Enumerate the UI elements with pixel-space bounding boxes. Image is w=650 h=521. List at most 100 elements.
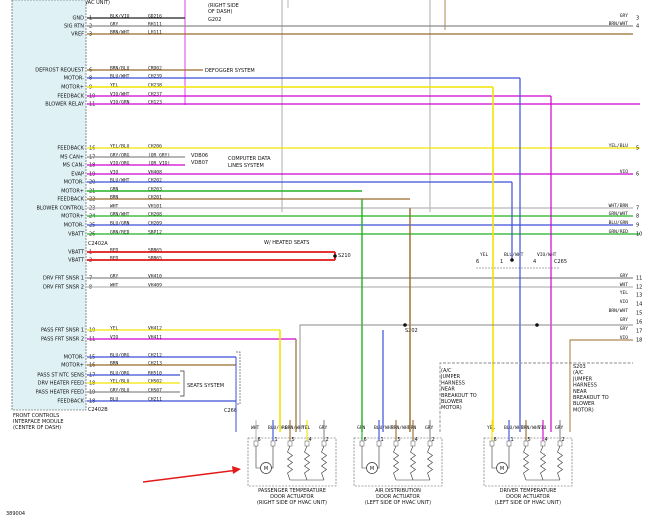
jumper-1-line: BLOWER bbox=[441, 399, 463, 405]
right-pin-number: 5 bbox=[636, 146, 639, 152]
jumper-pin: 1 bbox=[500, 259, 503, 265]
circuit-label: VH408 bbox=[148, 170, 162, 176]
wire-color-label: GRN/WHT bbox=[110, 212, 130, 218]
splice-dot-0 bbox=[333, 254, 337, 258]
circuit-label: CH211 bbox=[148, 397, 162, 403]
connector-c266-body bbox=[236, 351, 241, 405]
seats-dest: SEATS SYSTEM bbox=[187, 383, 224, 389]
connector-a-label: C2402A bbox=[88, 241, 108, 247]
right-pin-number: 8 bbox=[636, 214, 639, 220]
circuit-label: CH203 bbox=[148, 187, 162, 193]
pin-label: DEFROST REQUEST bbox=[35, 68, 85, 74]
pin-label: PASS ST NTC SENS bbox=[37, 373, 84, 379]
circuit-label: RH510 bbox=[148, 371, 162, 377]
motor-lead bbox=[507, 446, 510, 469]
wire-color-label: BRN/BLU bbox=[110, 66, 130, 72]
splice-dot-3 bbox=[510, 258, 514, 262]
splice-s210: S210 bbox=[338, 253, 351, 259]
wire-color-label: VIO/GRN bbox=[110, 100, 130, 106]
jumper-2-line: HARNESS bbox=[573, 383, 597, 389]
motor-lead bbox=[255, 446, 261, 469]
pot-resistor bbox=[522, 445, 530, 481]
circuit-label: CH208 bbox=[148, 212, 162, 218]
right-wire-color: YEL bbox=[620, 290, 629, 296]
pin-label: BLOWER RELAY bbox=[45, 102, 85, 108]
pin-label: MS CAN- bbox=[62, 163, 84, 169]
pot-resistor bbox=[409, 445, 417, 481]
actuator-pin: 5 bbox=[528, 437, 531, 443]
pin-label: VREF bbox=[71, 32, 84, 38]
jumper-2-line: JUMPER bbox=[572, 376, 593, 382]
motor-letter: M bbox=[500, 466, 504, 472]
wire-color-label: BLK/VIO bbox=[110, 14, 130, 20]
wire-color-label: BLU bbox=[110, 397, 119, 403]
pin-label: MOTOR+ bbox=[61, 214, 84, 220]
pin-label: BLOWER CONTROL bbox=[36, 206, 84, 212]
right-pin-number: 11 bbox=[636, 276, 642, 282]
pin-label: MOTOR- bbox=[64, 223, 85, 229]
circuit-label: VH410 bbox=[148, 274, 162, 280]
right-wire-color: GRY bbox=[620, 317, 629, 323]
jumper-2-line: S203 bbox=[573, 364, 586, 370]
pot-resistor bbox=[539, 445, 547, 481]
wire-color-label: RED bbox=[110, 256, 119, 262]
pin-row-a-11: EVAP19VIOVH408 bbox=[71, 170, 633, 178]
wire-color-label: YEL bbox=[110, 326, 119, 332]
actuator-wire-label: BLU/WHT bbox=[374, 425, 394, 431]
right-pin-number: 9 bbox=[636, 223, 639, 229]
motor-lead bbox=[491, 446, 497, 469]
actuator-name-3: (LEFT SIDE OF HVAC UNIT) bbox=[495, 500, 561, 506]
circuit-label: VH409 bbox=[148, 283, 162, 289]
connector-mid-rows: VBATT1REDSBB65VBATT2REDSBB65DRV FRT SNSR… bbox=[41, 248, 633, 343]
pot-resistor bbox=[320, 445, 328, 481]
right-pin-number: 17 bbox=[636, 329, 642, 335]
actuator-pin-socket bbox=[304, 440, 310, 447]
can-dest-2: LINES SYSTEM bbox=[228, 163, 264, 169]
pin-row-a-14: FEEDBACK22BRNCH201 bbox=[57, 195, 410, 203]
circuit-label: CH238 bbox=[148, 83, 162, 89]
actuator-wire-label: BRN/WHT bbox=[391, 425, 411, 431]
pin-label: DRV FRT SNSR 2 bbox=[43, 285, 84, 291]
right-pin-number: 12 bbox=[636, 285, 642, 291]
actuator-name-3: (LEFT SIDE OF HVAC UNIT) bbox=[365, 500, 431, 506]
jumper-2-line: NEAR bbox=[573, 389, 587, 395]
pin-label: MOTOR+ bbox=[61, 85, 84, 91]
pin-label: FEEDBACK bbox=[57, 94, 84, 100]
jumper-pin: 6 bbox=[476, 259, 479, 265]
wire-color-label: GRY/BLU bbox=[110, 388, 130, 394]
actuator-wire-label: BRN/WHT bbox=[285, 425, 305, 431]
actuator-wire-label: YEL bbox=[487, 425, 496, 431]
jumper-1-line: BREAKOUT TO bbox=[441, 393, 477, 399]
right-wire-color: GRY bbox=[620, 326, 629, 332]
actuator-pin-socket bbox=[410, 440, 416, 447]
header-dash-note-1: (RIGHT SIDE bbox=[208, 3, 239, 9]
jumper-pin: 4 bbox=[533, 259, 536, 265]
actuator-pin: 2 bbox=[432, 437, 435, 443]
splice-dot-2 bbox=[535, 323, 539, 327]
module-name-1: FRONT CONTROLS bbox=[13, 413, 59, 419]
brn-wht-wire bbox=[569, 339, 633, 432]
connector-b-label: C2402B bbox=[88, 407, 108, 413]
right-pin-number: 14 bbox=[636, 302, 642, 308]
pin-row-mid-0: VBATT1REDSBB65 bbox=[68, 248, 335, 256]
seats-bracket bbox=[180, 370, 185, 397]
jumper-2-line: BLOWER bbox=[573, 401, 595, 407]
actuator-pin-socket bbox=[523, 440, 529, 447]
motor-letter: M bbox=[264, 466, 268, 472]
motor-lead bbox=[361, 446, 367, 469]
